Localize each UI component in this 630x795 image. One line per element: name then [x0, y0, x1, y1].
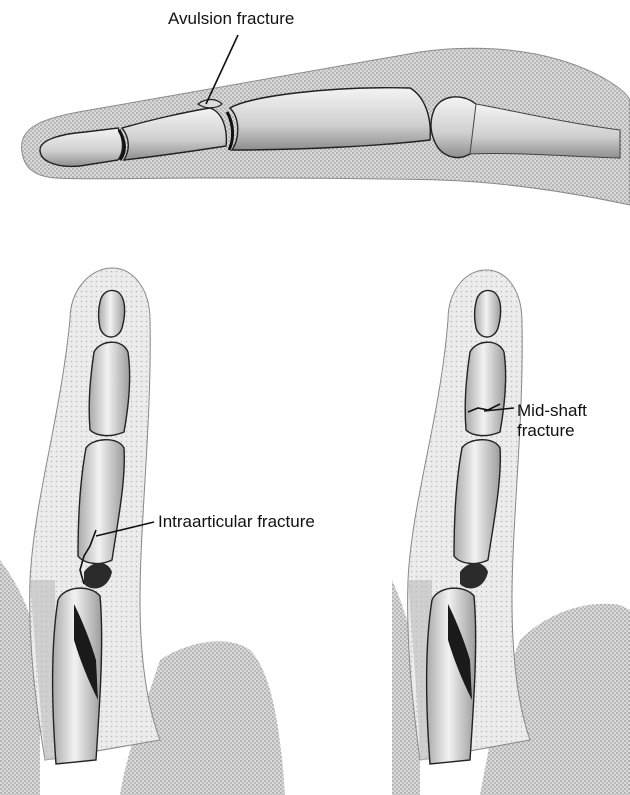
avulsion-fracture-label: Avulsion fracture: [168, 9, 294, 29]
intraarticular-fracture-label: Intraarticular fracture: [158, 512, 315, 532]
middle-phalanx-left: [89, 342, 129, 435]
lateral-finger-view: [22, 35, 630, 205]
distal-phalanx-right: [475, 290, 501, 337]
dorsal-finger-view-right: [392, 270, 630, 795]
midshaft-fracture-label: Mid-shaft fracture: [517, 401, 627, 441]
middle-phalanx-right: [465, 342, 505, 435]
distal-phalanx-left: [99, 290, 125, 337]
